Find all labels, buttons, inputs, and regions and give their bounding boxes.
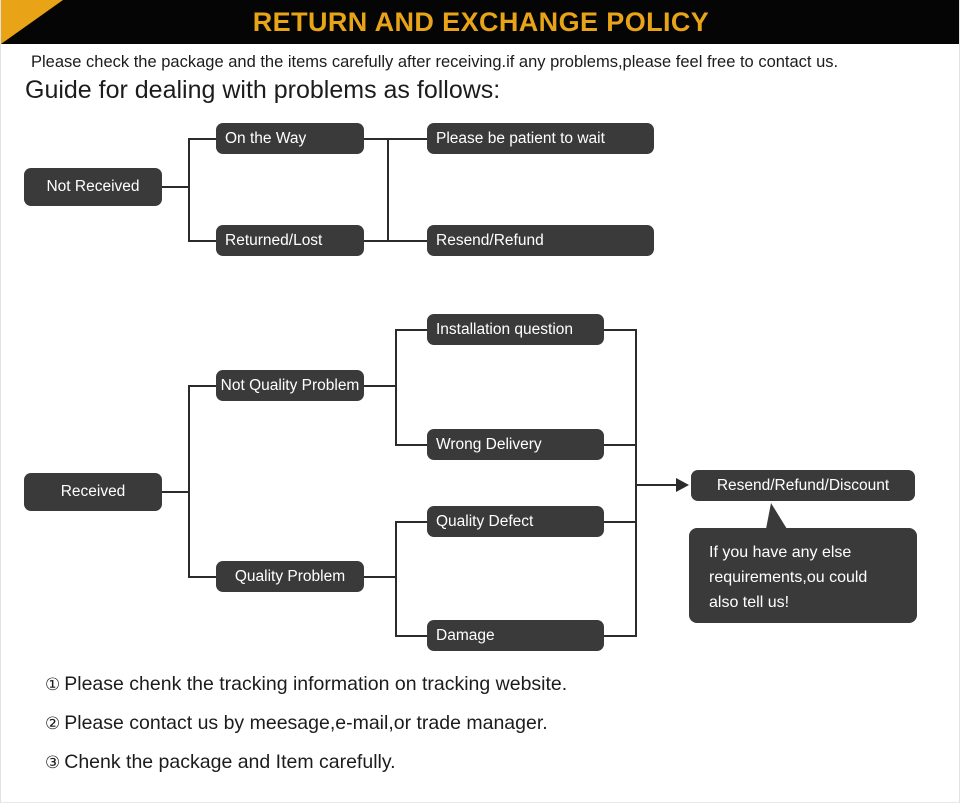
node-resend-refund[interactable]: Resend/Refund <box>427 225 654 256</box>
callout-tail-icon <box>766 503 787 529</box>
connector-damage-out <box>604 635 637 637</box>
node-returned-lost[interactable]: Returned/Lost <box>216 225 364 256</box>
note-number: ① <box>45 675 61 694</box>
connector-received-branch-bottom <box>188 576 216 578</box>
connector-received-branch-top <box>188 385 216 387</box>
node-wrong-delivery[interactable]: Wrong Delivery <box>427 429 604 460</box>
connector-installation-out <box>604 329 637 331</box>
guide-heading: Guide for dealing with problems as follo… <box>25 76 501 104</box>
callout-bubble: If you have any else requirements,ou cou… <box>689 528 917 623</box>
connector-qp-split <box>395 521 397 637</box>
node-please-be-patient[interactable]: Please be patient to wait <box>427 123 654 154</box>
node-received[interactable]: Received <box>24 473 162 511</box>
intro-text: Please check the package and the items c… <box>31 53 839 71</box>
node-damage[interactable]: Damage <box>427 620 604 651</box>
header-banner: RETURN AND EXCHANGE POLICY <box>1 0 959 44</box>
connector-received-split <box>188 385 190 577</box>
connector-quality-defect-out <box>604 521 637 523</box>
connector-root-stem <box>162 186 189 188</box>
note-text: Please contact us by meesage,e-mail,or t… <box>64 712 548 734</box>
connector-root-split <box>188 138 190 242</box>
note-text: Please chenk the tracking information on… <box>64 673 568 695</box>
banner-black-shape <box>1 0 959 44</box>
node-quality-problem[interactable]: Quality Problem <box>216 561 364 592</box>
page-title: RETURN AND EXCHANGE POLICY <box>252 7 710 37</box>
connector-mid-collector <box>387 138 389 242</box>
connector-received-stem <box>162 491 189 493</box>
connector-qp-child-top <box>395 521 427 523</box>
banner-underline <box>1 44 959 46</box>
node-not-quality-problem[interactable]: Not Quality Problem <box>216 370 364 401</box>
connector-on-the-way-out <box>364 138 434 140</box>
connector-right-collector <box>635 329 637 637</box>
note-text: Chenk the package and Item carefully. <box>64 751 396 773</box>
node-installation-question[interactable]: Installation question <box>427 314 604 345</box>
connector-nqp-child-top <box>395 329 427 331</box>
note-number: ② <box>45 714 61 733</box>
node-not-received[interactable]: Not Received <box>24 168 162 206</box>
node-resend-refund-discount[interactable]: Resend/Refund/Discount <box>691 470 915 501</box>
connector-nqp-stem <box>364 385 397 387</box>
connector-nqp-child-bottom <box>395 444 427 446</box>
connector-branch-bottom <box>188 240 216 242</box>
connector-returned-lost-out <box>364 240 434 242</box>
node-quality-defect[interactable]: Quality Defect <box>427 506 604 537</box>
note-number: ③ <box>45 753 61 772</box>
arrow-head-icon <box>676 478 689 492</box>
connector-outcome-arrow-shaft <box>635 484 685 486</box>
node-on-the-way[interactable]: On the Way <box>216 123 364 154</box>
connector-qp-stem <box>364 576 397 578</box>
connector-qp-child-bottom <box>395 635 427 637</box>
connector-nqp-split <box>395 329 397 446</box>
connector-wrong-delivery-out <box>604 444 637 446</box>
connector-branch-top <box>188 138 216 140</box>
